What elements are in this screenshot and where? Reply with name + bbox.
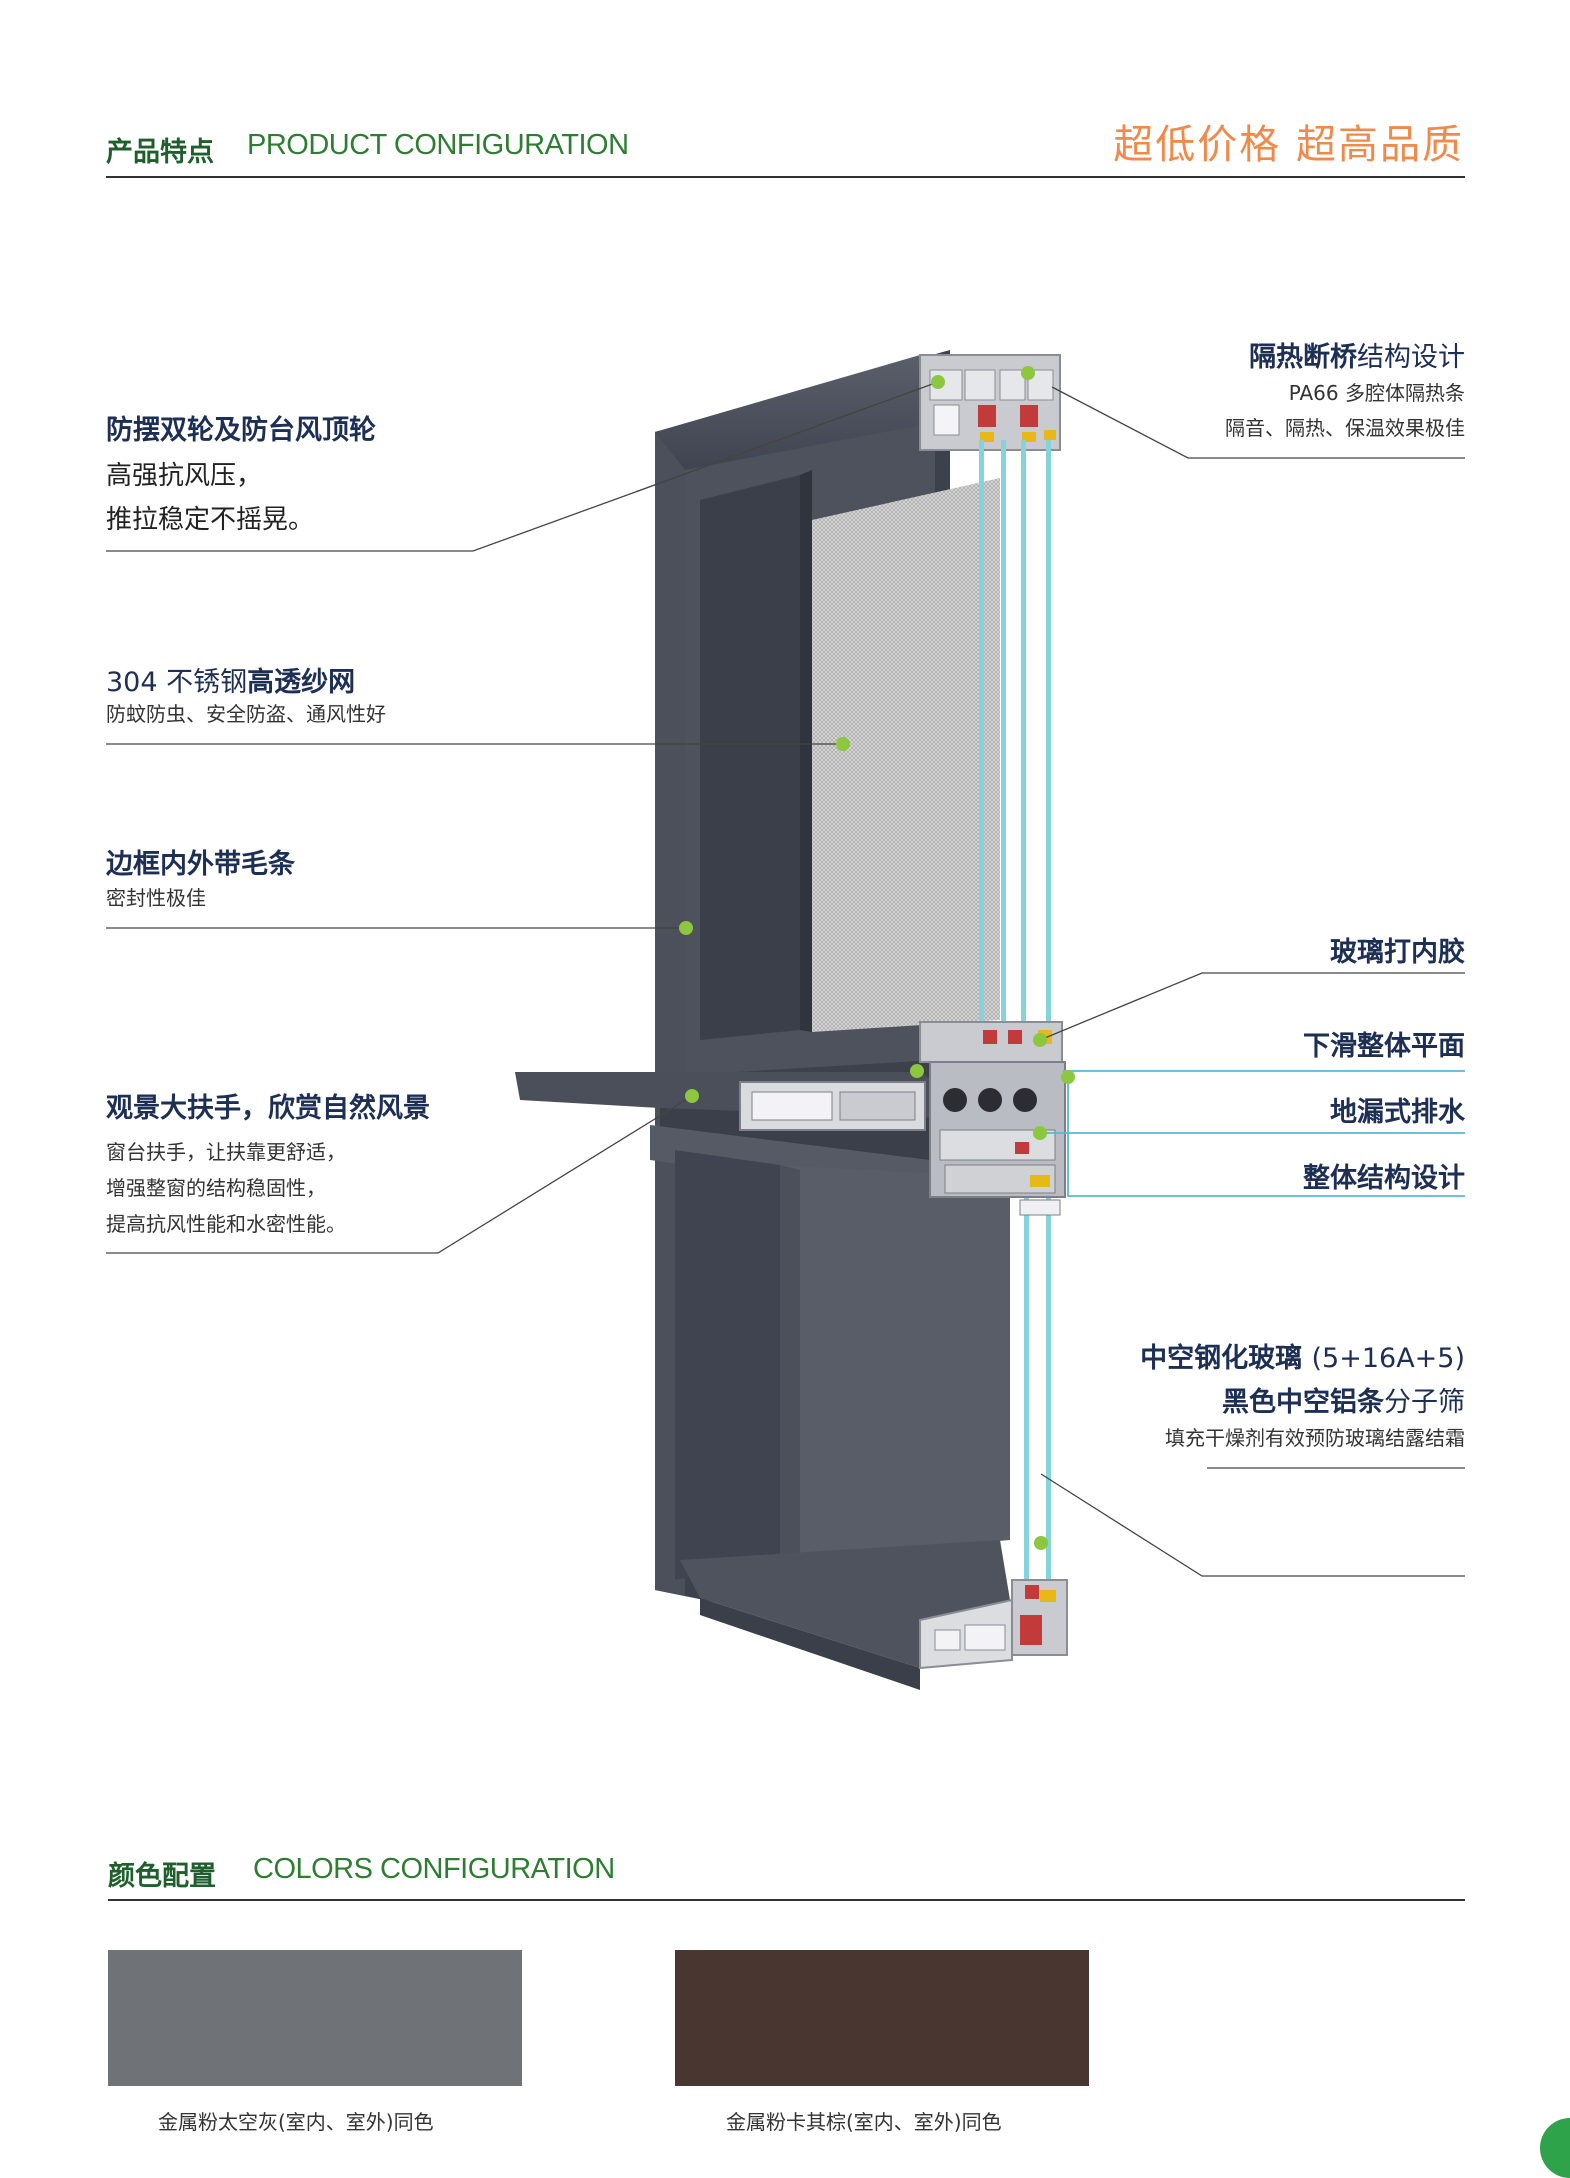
swatch-khaki-brown bbox=[675, 1950, 1089, 2086]
slogan: 超低价格 超高品质 bbox=[1113, 122, 1464, 168]
feature-floor-drain-title: 地漏式排水 bbox=[1330, 1097, 1465, 1128]
feature-spacer-title-suffix: 分子筛 bbox=[1384, 1387, 1465, 1418]
feature-anti-sway-wheels-title: 防摆双轮及防台风顶轮 bbox=[106, 415, 376, 446]
feature-insulated-glass-spec: (5+16A+5) bbox=[1311, 1343, 1466, 1374]
feature-brush-strip-title: 边框内外带毛条 bbox=[106, 849, 295, 880]
feature-insulated-glass-title-main: 中空钢化玻璃 bbox=[1140, 1343, 1303, 1374]
feature-handrail-desc-1: 窗台扶手，让扶靠更舒适， bbox=[106, 1140, 346, 1164]
feature-glass-sealant-title: 玻璃打内胶 bbox=[1330, 937, 1465, 968]
bottom-profile-section bbox=[919, 1579, 1068, 1670]
feature-screen-title-main: 高透纱网 bbox=[247, 667, 356, 698]
insect-screen bbox=[812, 478, 1000, 1032]
feature-thermal-break-desc-1: PA66 多腔体隔热条 bbox=[1288, 381, 1465, 405]
colors-title-cn: 颜色配置 bbox=[108, 1861, 216, 1892]
callout-dots bbox=[679, 366, 1075, 1550]
feature-spacer-title: 黑色中空铝条分子筛 bbox=[1222, 1380, 1465, 1419]
feature-handrail-title: 观景大扶手，欣赏自然风景 bbox=[106, 1093, 430, 1124]
feature-screen-title: 304 不锈钢高透纱网 bbox=[106, 660, 355, 699]
feature-thermal-break-desc-2: 隔音、隔热、保温效果极佳 bbox=[1225, 416, 1465, 440]
feature-handrail-desc-2: 增强整窗的结构稳固性， bbox=[106, 1176, 326, 1200]
header-rule bbox=[106, 176, 1465, 178]
feature-insulated-glass-desc: 填充干燥剂有效预防玻璃结露结霜 bbox=[1165, 1426, 1465, 1450]
top-profile-section bbox=[919, 354, 1061, 451]
colors-rule bbox=[108, 1899, 1465, 1901]
feature-brush-strip-desc: 密封性极佳 bbox=[106, 886, 206, 910]
section-title-cn: 产品特点 bbox=[106, 137, 214, 168]
glass-panes bbox=[979, 440, 1051, 1585]
feature-thermal-break-title: 隔热断桥结构设计 bbox=[1249, 335, 1465, 374]
colors-title-en: COLORS CONFIGURATION bbox=[253, 1853, 615, 1885]
feature-anti-sway-wheels-desc-2: 推拉稳定不摇晃。 bbox=[106, 505, 315, 535]
feature-thermal-break-title-suffix: 结构设计 bbox=[1357, 342, 1465, 373]
feature-screen-title-prefix: 304 不锈钢 bbox=[106, 667, 248, 698]
feature-thermal-break-title-main: 隔热断桥 bbox=[1249, 342, 1357, 373]
feature-insulated-glass-title: 中空钢化玻璃 (5+16A+5) bbox=[1140, 1336, 1465, 1375]
swatch-khaki-brown-label: 金属粉卡其棕(室内、室外)同色 bbox=[726, 2110, 1002, 2134]
feature-handrail-desc-3: 提高抗风性能和水密性能。 bbox=[106, 1212, 346, 1236]
swatch-space-gray bbox=[108, 1950, 522, 2086]
feature-anti-sway-wheels-desc-1: 高强抗风压， bbox=[106, 461, 263, 491]
section-title-en: PRODUCT CONFIGURATION bbox=[247, 129, 629, 161]
leader-lines bbox=[106, 381, 1465, 1577]
swatch-space-gray-label: 金属粉太空灰(室内、室外)同色 bbox=[158, 2110, 434, 2134]
middle-profile-section bbox=[739, 1021, 1066, 1216]
feature-overall-structure-title: 整体结构设计 bbox=[1303, 1163, 1465, 1194]
feature-spacer-title-main: 黑色中空铝条 bbox=[1222, 1387, 1384, 1418]
feature-flat-bottom-track-title: 下滑整体平面 bbox=[1303, 1031, 1465, 1062]
feature-screen-desc: 防蚊防虫、安全防盗、通风性好 bbox=[106, 702, 386, 726]
